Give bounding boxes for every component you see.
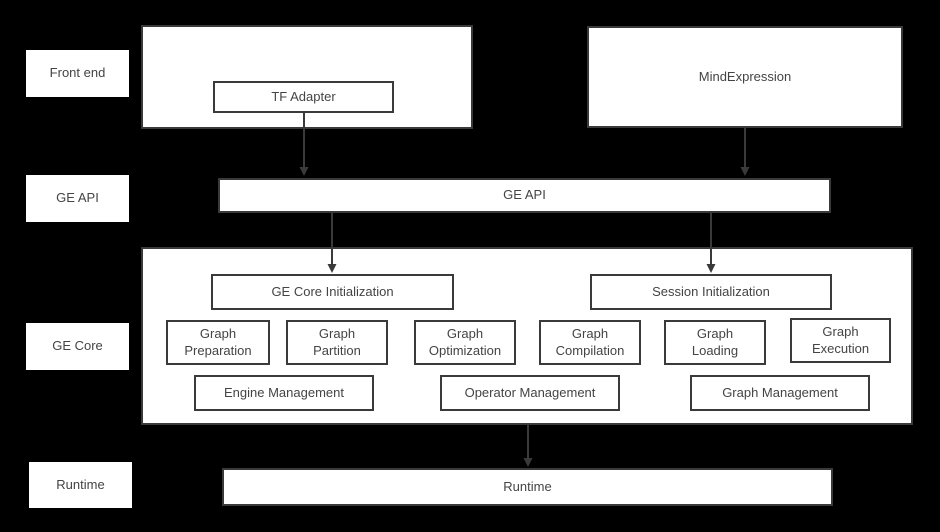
graph-loading-box[interactable]: Graph Loading xyxy=(664,320,766,365)
graph-compilation-box[interactable]: Graph Compilation xyxy=(539,320,641,365)
ge-api-bar[interactable]: GE API xyxy=(218,178,831,213)
layer-label-ge-core: GE Core xyxy=(26,323,129,370)
engine-management-box[interactable]: Engine Management xyxy=(194,375,374,411)
layer-label-ge-api: GE API xyxy=(26,175,129,222)
layer-label-front-end: Front end xyxy=(26,50,129,97)
layer-label-runtime: Runtime xyxy=(29,462,132,508)
session-initialization-box[interactable]: Session Initialization xyxy=(590,274,832,310)
graph-execution-box[interactable]: Graph Execution xyxy=(790,318,891,363)
graph-management-box[interactable]: Graph Management xyxy=(690,375,870,411)
tf-adapter-box[interactable]: TF Adapter xyxy=(213,81,394,113)
operator-management-box[interactable]: Operator Management xyxy=(440,375,620,411)
graph-optimization-box[interactable]: Graph Optimization xyxy=(414,320,516,365)
graph-partition-box[interactable]: Graph Partition xyxy=(286,320,388,365)
runtime-bar[interactable]: Runtime xyxy=(222,468,833,506)
graph-preparation-box[interactable]: Graph Preparation xyxy=(166,320,270,365)
tensorflow-container[interactable]: Tensorflow xyxy=(141,25,473,129)
ge-core-initialization-box[interactable]: GE Core Initialization xyxy=(211,274,454,310)
mindexpression-box[interactable]: MindExpression xyxy=(587,26,903,128)
